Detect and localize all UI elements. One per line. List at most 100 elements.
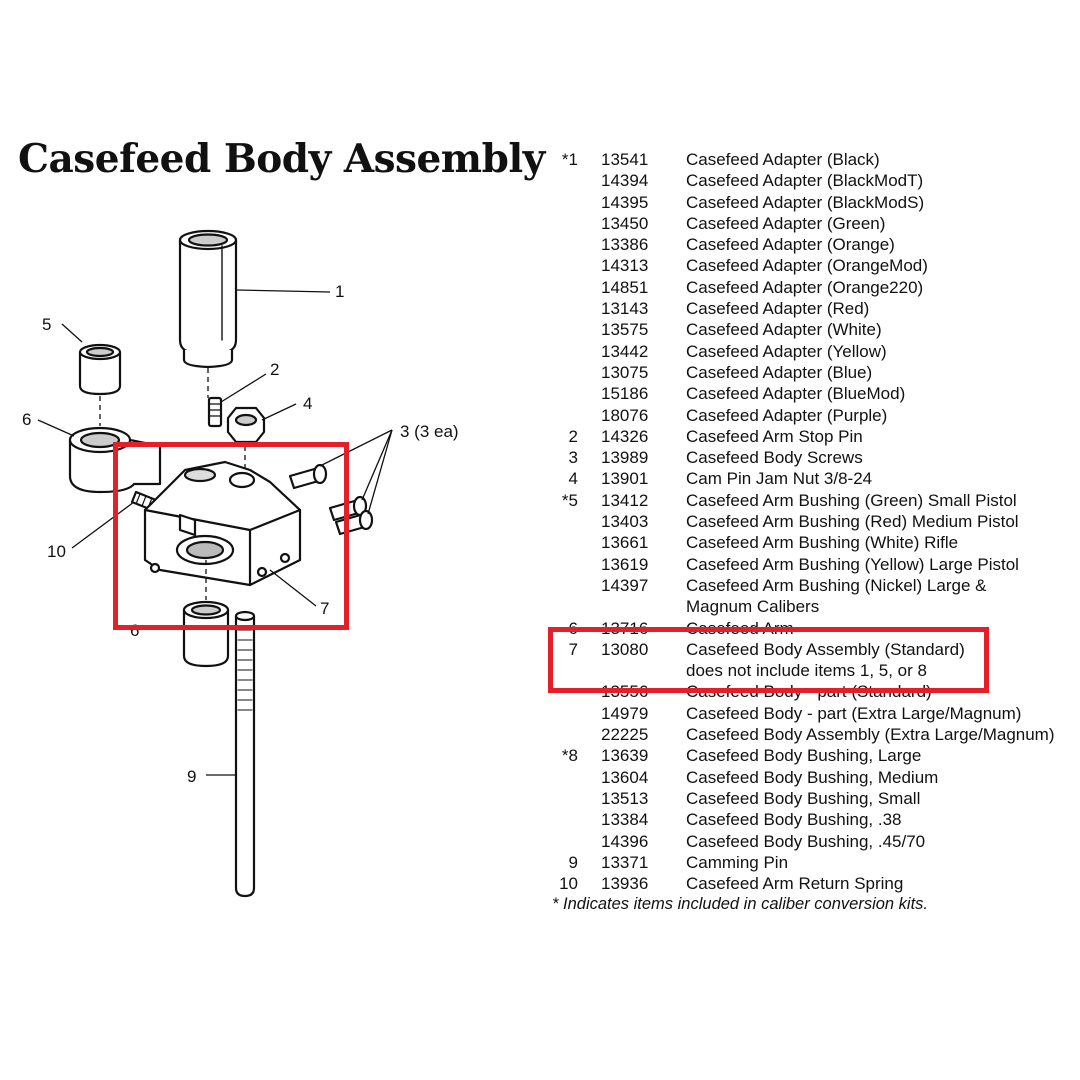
part-item-number: *8 (561, 746, 578, 766)
part-number: 14313 (601, 256, 649, 276)
part-item-number: 7 (568, 639, 578, 659)
part-number: 14394 (601, 171, 649, 191)
part-item-number: 4 (568, 469, 578, 489)
callout-5: 5 (42, 315, 52, 334)
part-description: Casefeed Adapter (White) (686, 320, 882, 340)
part-description: Casefeed Body Bushing, .45/70 (686, 831, 926, 851)
part-description: Magnum Calibers (686, 597, 820, 617)
callout-2: 2 (270, 360, 280, 379)
callout-4: 4 (303, 394, 313, 413)
part-description: Casefeed Adapter (Black) (686, 150, 880, 169)
callout-1: 1 (335, 282, 345, 301)
part-description: Casefeed Body Screws (686, 448, 863, 468)
part-number: 13412 (601, 490, 649, 510)
footnote: * Indicates items included in caliber co… (552, 895, 929, 914)
part-number: 13661 (601, 533, 649, 553)
parts-row: 13513 Casefeed Body Bushing, Small (552, 788, 1072, 809)
part-item-number: 3 (568, 448, 578, 468)
part-description: Casefeed Adapter (BlackModT) (686, 171, 924, 191)
part-number: 13371 (601, 852, 649, 872)
part-description: Casefeed Arm Bushing (Red) Medium Pistol (686, 512, 1019, 532)
parts-row: 13386 Casefeed Adapter (Orange) (552, 234, 1072, 255)
page-title: Casefeed Body Assembly (18, 136, 545, 182)
parts-row: *5 13412 Casefeed Arm Bushing (Green) Smal… (552, 490, 1072, 511)
part-4-jam-nut (226, 406, 266, 444)
part-item-number: 9 (568, 852, 578, 872)
part-description: Casefeed Adapter (Purple) (686, 405, 888, 425)
part-9-camming-pin (234, 610, 256, 898)
callout-7: 7 (320, 599, 330, 618)
part-description: Casefeed Adapter (Orange220) (686, 277, 924, 297)
part-description: Casefeed Arm Bushing (White) Rifle (686, 533, 959, 553)
callout-8: 6 (130, 621, 140, 640)
callout-9: 9 (187, 767, 197, 786)
part-number: 13604 (601, 767, 649, 787)
parts-row: 14851 Casefeed Adapter (Orange220) (552, 277, 1072, 298)
part-description: Casefeed Body Bushing, Small (686, 788, 921, 808)
part-2-stop-pin (207, 396, 223, 428)
part-number: 13541 (601, 150, 649, 169)
part-description: Casefeed Adapter (Orange) (686, 235, 895, 255)
part-number: 13386 (601, 235, 649, 255)
part-item-number: *5 (561, 490, 578, 510)
part-description: Casefeed Arm Bushing (Green) Small Pisto… (686, 490, 1017, 510)
part-number: 13901 (601, 469, 649, 489)
parts-row: 13661 Casefeed Arm Bushing (White) Rifle (552, 532, 1072, 553)
part-number: 13575 (601, 320, 649, 340)
parts-row: 13442 Casefeed Adapter (Yellow) (552, 341, 1072, 362)
part-description: Casefeed Body Bushing, Medium (686, 767, 939, 787)
part-description: Casefeed Body Bushing, Large (686, 746, 922, 766)
callout-6: 6 (22, 410, 32, 429)
parts-row: does not include items 1, 5, or 8 (552, 660, 1072, 681)
part-description: Casefeed Adapter (Yellow) (686, 341, 887, 361)
part-number: 13936 (601, 874, 649, 894)
highlight-box-diagram (113, 442, 349, 630)
parts-row: 14396 Casefeed Body Bushing, .45/70 (552, 831, 1072, 852)
part-number: 13143 (601, 299, 649, 319)
part-number: 13442 (601, 341, 649, 361)
part-number: 14326 (601, 426, 649, 446)
part-number: 18076 (601, 405, 649, 425)
part-description: Casefeed Adapter (Blue) (686, 362, 873, 382)
part-description: Casefeed Adapter (Green) (686, 213, 886, 233)
part-description: does not include items 1, 5, or 8 (686, 661, 927, 681)
parts-row: 13619 Casefeed Arm Bushing (Yellow) Large… (552, 554, 1072, 575)
part-item-number: 10 (559, 874, 578, 894)
parts-row: 13143 Casefeed Adapter (Red) (552, 298, 1072, 319)
part-8-bushing (182, 600, 230, 668)
part-number: 14851 (601, 277, 649, 297)
parts-row: 14394 Casefeed Adapter (BlackModT) (552, 170, 1072, 191)
part-number: 13619 (601, 554, 649, 574)
part-description: Casefeed Body Assembly (Extra Large/Magn… (686, 725, 1055, 745)
part-description: Casefeed Adapter (Red) (686, 299, 870, 319)
parts-row: 13075 Casefeed Adapter (Blue) (552, 362, 1072, 383)
part-number: 14397 (601, 575, 649, 595)
exploded-diagram (37, 229, 393, 898)
part-number: 13513 (601, 788, 649, 808)
part-number: 13403 (601, 512, 649, 532)
parts-row: 13604 Casefeed Body Bushing, Medium (552, 767, 1072, 788)
part-item-number: 2 (568, 426, 578, 446)
parts-row: 22225 Casefeed Body Assembly (Extra Large… (552, 724, 1072, 745)
part-number: 13639 (601, 746, 649, 766)
part-number: 22225 (601, 725, 649, 745)
callout-3: 3 (3 ea) (400, 422, 459, 441)
part-number: 13075 (601, 362, 649, 382)
highlight-box-list (548, 627, 989, 693)
part-description: Casefeed Body Assembly (Standard) (686, 639, 965, 659)
part-number: 14396 (601, 831, 649, 851)
parts-row: 13403 Casefeed Arm Bushing (Red) Medium P… (552, 511, 1072, 532)
part-description: Casefeed Arm Bushing (Yellow) Large Pist… (686, 554, 1019, 574)
parts-row: 13575 Casefeed Adapter (White) (552, 319, 1072, 340)
